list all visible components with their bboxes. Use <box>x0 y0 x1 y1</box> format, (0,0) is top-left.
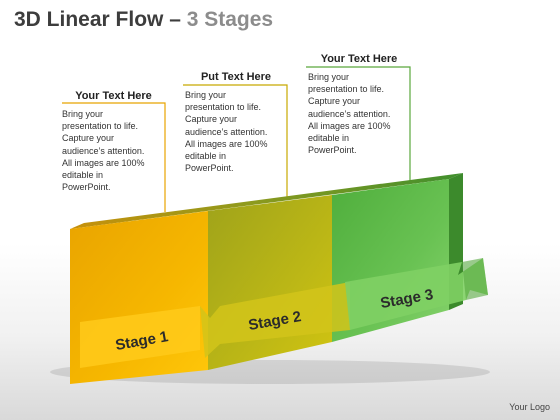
callout-2-line: Bring your <box>185 90 227 100</box>
callout-3-line: Capture your <box>308 96 361 107</box>
callout-1-line: PowerPoint. <box>62 182 111 193</box>
callout-1-line: presentation to life. <box>62 121 139 132</box>
callout-2-line: editable in <box>185 151 227 162</box>
callout-1-line: audience’s attention. <box>62 145 145 156</box>
callout-1-body: Bring your presentation to life. Capture… <box>62 104 165 193</box>
callout-3-heading: Your Text Here <box>320 53 398 65</box>
callout-1: Your Text Here Bring your presentation t… <box>62 90 165 193</box>
callout-2-heading: Put Text Here <box>200 71 272 83</box>
callout-2-body: Bring your presentation to life. Capture… <box>185 85 287 174</box>
title-dash: – <box>169 8 181 31</box>
logo-placeholder: Your Logo <box>509 402 550 412</box>
callout-1-line: Bring your <box>62 109 104 119</box>
callout-3-line: audience’s attention. <box>308 108 391 119</box>
stage-1-banner <box>80 306 200 368</box>
stage-2-banner <box>200 282 350 358</box>
callout-2-connector <box>183 84 288 198</box>
callout-2-line: Capture your <box>185 114 238 125</box>
callout-2: Put Text Here Bring your presentation to… <box>185 71 287 174</box>
callout-1-connector <box>62 102 166 212</box>
callout-3-line: presentation to life. <box>308 84 385 95</box>
block-top-face <box>70 173 463 229</box>
callout-3-line: editable in <box>308 133 350 144</box>
callout-1-heading: Your Text Here <box>75 90 152 102</box>
callout-2-line: PowerPoint. <box>185 163 234 174</box>
callout-1-line: All images are 100% <box>62 157 145 168</box>
callout-2-line: All images are 100% <box>185 138 268 149</box>
title-sub: 3 Stages <box>186 8 274 31</box>
stage-3-banner-tail <box>462 258 488 300</box>
callout-3-body: Bring your presentation to life. Capture… <box>308 67 410 156</box>
callout-3-connector <box>306 66 411 184</box>
stage-2-segment <box>208 195 332 370</box>
callout-2-line: presentation to life. <box>185 102 262 113</box>
callout-2-line: audience’s attention. <box>185 126 268 137</box>
callout-3-line: Bring your <box>308 72 350 82</box>
callout-1-line: Capture your <box>62 133 115 144</box>
title-main: 3D Linear Flow <box>14 8 164 31</box>
callout-3-line: PowerPoint. <box>308 145 357 156</box>
stage-3-banner <box>345 258 488 330</box>
slide-title: 3D Linear Flow – 3 Stages <box>14 8 273 32</box>
callout-3-line: All images are 100% <box>308 120 391 131</box>
callout-1-line: editable in <box>62 170 104 181</box>
callout-3: Your Text Here Bring your presentation t… <box>308 53 410 156</box>
